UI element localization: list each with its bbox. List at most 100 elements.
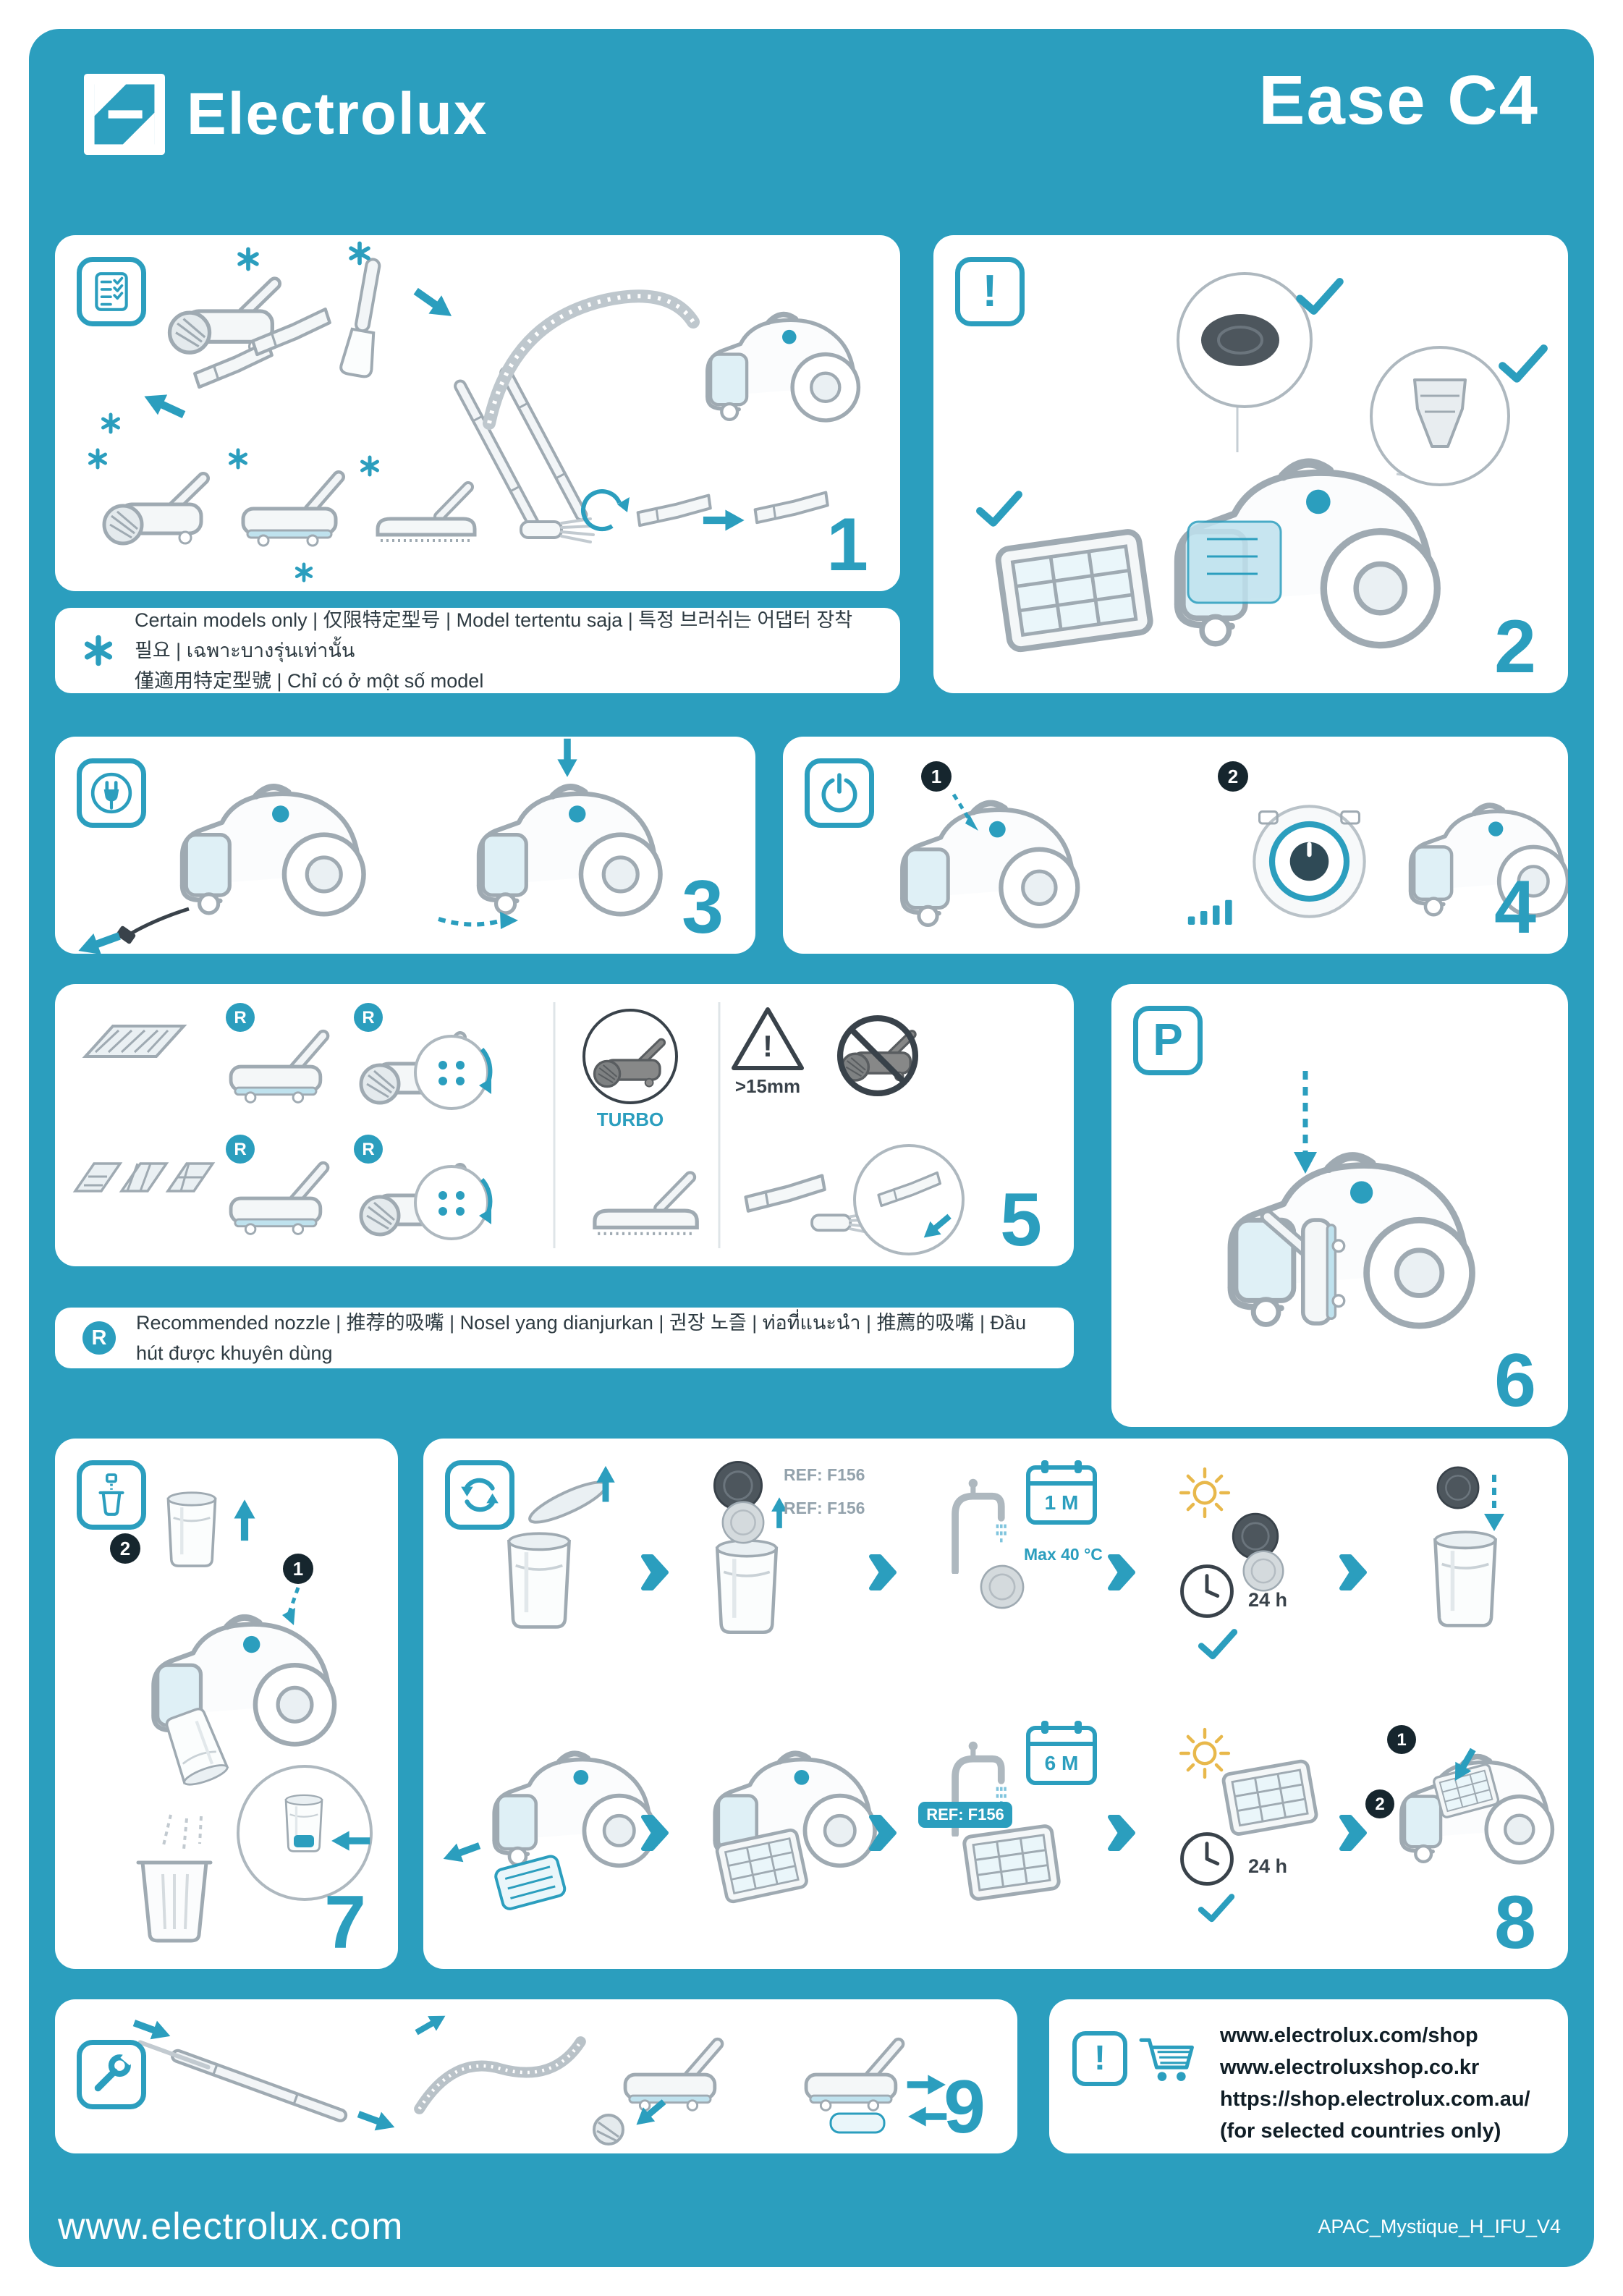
filter-ref-label: REF: F156	[926, 1805, 1004, 1823]
plug-icon	[77, 758, 146, 828]
panel-number: 8	[1494, 1881, 1536, 1965]
asterisk-icon	[351, 243, 368, 263]
panel-number: 9	[944, 2065, 986, 2149]
dust-container-art	[168, 1493, 215, 1566]
step-chevron-icon	[1110, 1556, 1133, 1588]
foam-filter-light-art	[1242, 1550, 1284, 1592]
telescopic-tube-art	[499, 366, 588, 522]
hardfloor-nozzle-art	[595, 1177, 697, 1234]
rewind-arrow-icon	[438, 917, 503, 927]
panel-number: 7	[324, 1881, 366, 1965]
check-icon	[1503, 349, 1544, 379]
model-title: Ease C4	[1258, 62, 1539, 139]
step-chevron-icon	[643, 1556, 666, 1588]
panel-parking: P 6	[1111, 984, 1568, 1427]
arrow-icon	[703, 509, 745, 531]
power-icon	[805, 758, 874, 828]
check-icon	[1201, 1897, 1232, 1919]
panel-assembly: 1	[55, 235, 900, 591]
certain-models-line1: Certain models only | 仅限特定型号 | Model ter…	[135, 609, 853, 661]
shop-url-2: www.electroluxshop.co.kr	[1220, 2056, 1480, 2079]
exhaust-filter-art	[1223, 1761, 1318, 1835]
foam-filter-art	[1201, 314, 1279, 366]
clock-icon	[1182, 1834, 1232, 1884]
panel-number: 5	[1000, 1178, 1042, 1262]
step-chevron-icon	[1342, 1556, 1365, 1588]
parking-illustration	[1111, 1071, 1568, 1427]
hardfloor-nozzle-art	[378, 487, 475, 541]
crevice-tool-art	[635, 493, 713, 528]
check-icon	[1300, 281, 1340, 310]
sheet-background: Electrolux Ease C4	[29, 29, 1594, 2267]
step-badge: 1	[283, 1554, 313, 1584]
parking-icon: P	[1133, 1006, 1203, 1075]
wash-interval-label: 6 M	[1045, 1752, 1079, 1774]
empty-bin-icon	[77, 1460, 146, 1530]
exhaust-filter-art	[964, 1825, 1060, 1899]
svg-text:1: 1	[293, 1558, 303, 1580]
canister-vacuum-art	[182, 787, 363, 915]
asterisk-icon	[363, 457, 378, 475]
canister-vacuum-art	[479, 787, 660, 915]
canister-vacuum-art	[1411, 805, 1568, 915]
cleaning-cloth-art	[829, 2112, 886, 2134]
shop-url-1: www.electrolux.com/shop	[1220, 2024, 1478, 2047]
panel-emptying: 2 1 7	[55, 1439, 398, 1969]
step-badge: 2	[110, 1533, 140, 1564]
panel-filters: ! 2	[933, 235, 1568, 693]
floor-nozzle-art	[806, 2044, 899, 2111]
asterisk-icon	[90, 450, 106, 467]
press-arrow-icon	[557, 738, 577, 777]
rotate-arrow-icon	[581, 489, 622, 531]
dust-container-art	[1435, 1532, 1495, 1625]
brush-roll-art	[593, 2114, 624, 2145]
turbo-nozzle-art	[104, 478, 203, 543]
cord-illustration	[75, 738, 755, 954]
step-badge: 1	[1387, 1725, 1416, 1754]
footer-website: www.electrolux.com	[58, 2206, 404, 2248]
floor-nozzle-art	[231, 1036, 323, 1103]
floor-nozzle-art	[231, 1168, 323, 1234]
panel-cord: 3	[55, 737, 755, 954]
warning-icon: !	[955, 257, 1025, 326]
arrow-icon	[439, 1836, 483, 1868]
power-cord-art	[130, 907, 190, 936]
canister-vacuum-art	[708, 315, 859, 420]
exhaust-filter-art	[997, 530, 1152, 651]
floor-nozzle-art	[625, 2044, 718, 2111]
asterisk-icon	[103, 415, 119, 432]
electrolux-wordmark: Electrolux	[187, 81, 488, 147]
checklist-icon	[77, 257, 146, 326]
dust-container-art	[509, 1533, 569, 1627]
release-button-art	[294, 1835, 314, 1847]
foam-filter-light-art	[975, 1560, 1029, 1614]
recommended-badge: R	[82, 1321, 116, 1355]
canister-vacuum-art	[494, 1753, 654, 1865]
arrow-icon	[908, 2106, 947, 2127]
arrow-icon	[139, 386, 189, 425]
power-illustration: 1 2	[783, 761, 1568, 954]
step-badge: 1	[921, 761, 952, 792]
calendar-icon: 1 M	[1026, 1460, 1097, 1525]
foam-filter-light-art	[721, 1501, 765, 1544]
canister-vacuum-art	[902, 803, 1077, 926]
wrench-icon	[77, 2040, 146, 2109]
hose-art	[420, 2042, 581, 2109]
step-badge: 2	[1218, 761, 1248, 792]
filter-ref-label: REF: F156	[784, 1465, 865, 1484]
warning-icon: !	[1072, 2031, 1127, 2086]
svg-text:R: R	[362, 1008, 374, 1028]
floor-nozzle-art	[243, 477, 339, 546]
washing-illustration: REF: F156 REF: F156 Max 40 °C 1 M 24 h	[439, 1460, 1568, 1969]
dust-falling-art	[162, 1814, 203, 1850]
step-chevron-icon	[1110, 1817, 1133, 1849]
assembly-illustration	[55, 235, 900, 591]
dusting-brush-art	[520, 517, 595, 543]
arrow-icon	[75, 925, 124, 954]
nozzle-guide-illustration: R R TURBO ! >15mm R	[72, 1002, 965, 1255]
asterisk-icon	[231, 450, 246, 467]
maintenance-illustration	[130, 2008, 947, 2145]
wash-interval-label: 1 M	[1045, 1491, 1079, 1514]
handheld-unit-art	[339, 258, 381, 378]
svg-text:R: R	[234, 1140, 246, 1159]
